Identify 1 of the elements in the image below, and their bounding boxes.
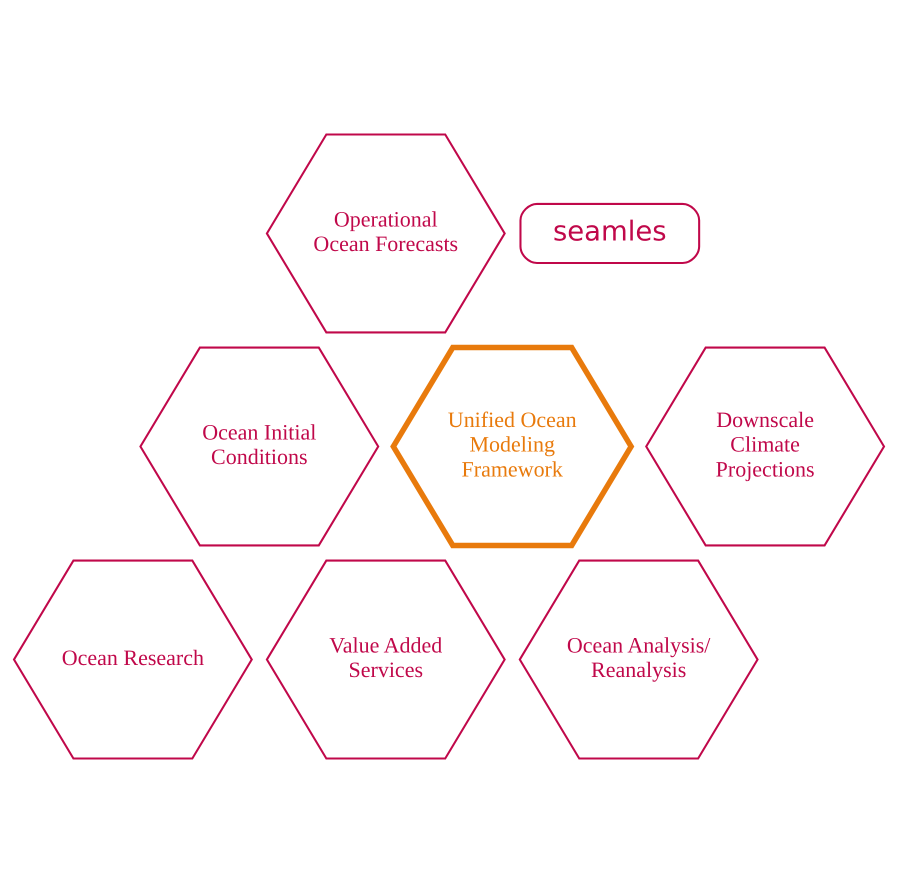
node-box: seamles xyxy=(519,202,700,264)
